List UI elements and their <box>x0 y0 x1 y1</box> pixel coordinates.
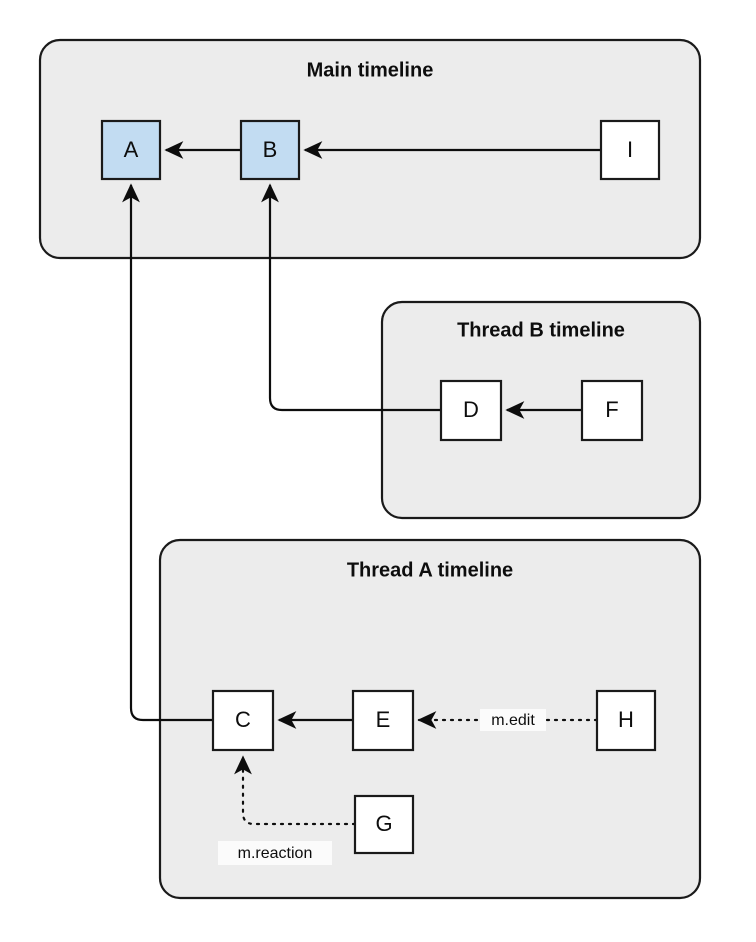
node-f[interactable]: F <box>580 379 644 442</box>
node-i[interactable]: I <box>599 119 661 181</box>
node-f-label: F <box>605 397 618 422</box>
edge-label-m-edit: m.edit <box>480 709 546 731</box>
node-f-rect[interactable] <box>580 379 644 442</box>
node-b-label: B <box>263 137 278 162</box>
edge-label-m-reaction: m.reaction <box>218 841 332 865</box>
node-g-label: G <box>375 811 392 836</box>
node-c-rect[interactable] <box>211 689 275 752</box>
node-d[interactable]: D <box>439 379 503 442</box>
edge-d-to-b <box>261 183 441 412</box>
node-e[interactable]: E <box>351 689 415 752</box>
panel-main-timeline-title: Main timeline <box>307 59 434 81</box>
node-h-label: H <box>618 707 634 732</box>
node-a-label: A <box>124 137 139 162</box>
edge-label-m-reaction-bg <box>218 841 332 865</box>
edge-label-m-edit-text: m.edit <box>491 712 535 729</box>
edge-label-m-edit-bg <box>480 709 546 731</box>
node-h-rect[interactable] <box>595 689 657 752</box>
node-d-label: D <box>463 397 479 422</box>
node-i-label: I <box>627 137 633 162</box>
edge-c-to-a <box>122 183 213 722</box>
node-c[interactable]: C <box>211 689 275 752</box>
node-e-label: E <box>376 707 391 732</box>
node-g-rect[interactable] <box>353 794 415 855</box>
node-b[interactable]: B <box>239 119 301 181</box>
panel-thread-b-timeline-title: Thread B timeline <box>457 319 625 341</box>
node-d-rect[interactable] <box>439 379 503 442</box>
node-a-rect[interactable] <box>100 119 162 181</box>
node-e-rect[interactable] <box>351 689 415 752</box>
node-h[interactable]: H <box>595 689 657 752</box>
node-a[interactable]: A <box>100 119 162 181</box>
node-c-label: C <box>235 707 251 732</box>
panel-thread-a-timeline-title: Thread A timeline <box>347 559 513 581</box>
node-b-rect[interactable] <box>239 119 301 181</box>
edge-label-m-reaction-text: m.reaction <box>238 845 313 862</box>
node-g[interactable]: G <box>353 794 415 855</box>
node-i-rect[interactable] <box>599 119 661 181</box>
